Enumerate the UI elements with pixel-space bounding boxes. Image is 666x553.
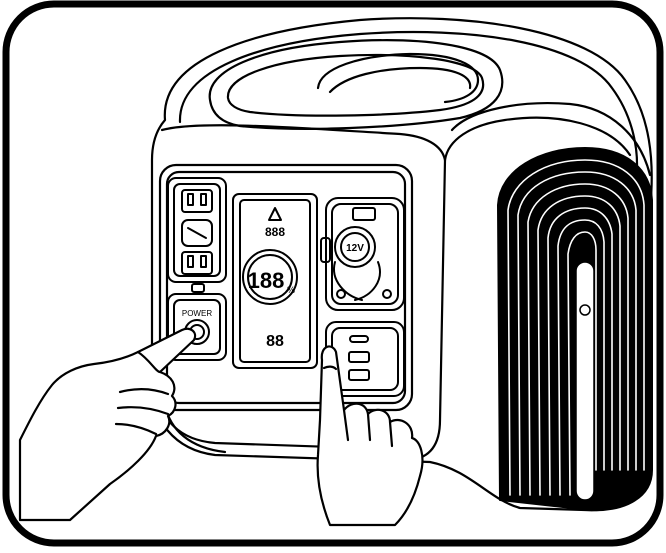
power-button-label: POWER (182, 309, 212, 318)
indicator-light (192, 284, 204, 292)
pointing-hand-icon (20, 329, 195, 520)
display-main-readout: 188 (248, 268, 285, 293)
lcd-display: 888 188 % 88 (233, 194, 317, 368)
ac-outlet-icon (182, 190, 212, 274)
display-top-readout: 888 (265, 225, 285, 239)
display-unit: % (287, 285, 295, 295)
car-socket-panel: 12V (326, 198, 404, 310)
warning-icon (269, 208, 281, 220)
display-bottom-readout: 88 (266, 333, 284, 350)
pointing-hand-icon (318, 346, 423, 525)
usb-a-port-icon[interactable] (349, 370, 369, 380)
side-vent (498, 148, 652, 510)
ac-outlet-panel (168, 178, 226, 282)
usb-a-port-icon[interactable] (349, 352, 369, 362)
car-socket-label: 12V (346, 243, 364, 254)
usb-c-port-icon[interactable] (350, 336, 368, 342)
